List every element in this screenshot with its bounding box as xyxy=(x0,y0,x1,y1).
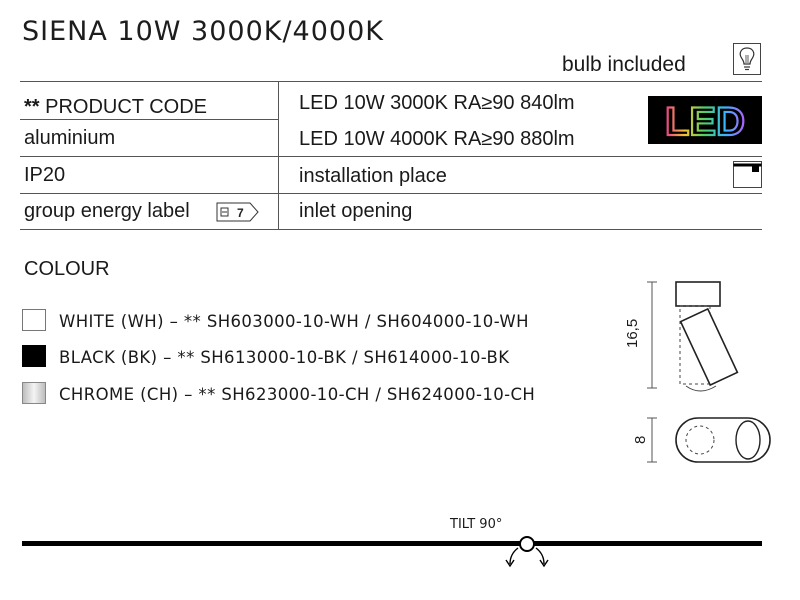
led-spec-4000k: LED 10W 4000K RA≥90 880lm xyxy=(299,128,575,150)
table-rule-top xyxy=(20,81,762,82)
dimension-drawing xyxy=(647,281,771,463)
energy-class-number: 7 xyxy=(237,206,244,220)
ip-rating-label: IP20 xyxy=(24,164,66,186)
table-rule-left-1 xyxy=(20,119,278,120)
bulb-icon xyxy=(733,43,761,75)
height-dimension-label: 16,5 xyxy=(624,318,641,348)
led-spec-3000k: LED 10W 3000K RA≥90 840lm xyxy=(299,92,575,114)
material-label: aluminium xyxy=(24,127,116,149)
tilt-label: TILT 90° xyxy=(450,517,503,532)
bulb-included-label: bulb included xyxy=(562,53,686,76)
colour-option-black: BLACK (BK) – ** SH613000-10-BK / SH61400… xyxy=(59,348,510,367)
colour-option-chrome: CHROME (CH) – ** SH623000-10-CH / SH6240… xyxy=(59,385,536,404)
table-rule-2 xyxy=(20,156,762,157)
energy-label-badge-icon: 7 xyxy=(216,202,259,222)
mounting-rail xyxy=(22,541,762,546)
swatch-black xyxy=(22,345,46,367)
inlet-opening-label: inlet opening xyxy=(299,200,413,222)
product-code-label: ** PRODUCT CODE xyxy=(24,96,207,118)
swatch-white xyxy=(22,309,46,331)
table-divider xyxy=(278,81,279,229)
energy-label-text: group energy label xyxy=(24,200,190,222)
product-title: SIENA 10W 3000K/4000K xyxy=(22,16,384,47)
installation-place-label: installation place xyxy=(299,165,447,187)
product-code-text: PRODUCT CODE xyxy=(45,96,207,118)
table-rule-3 xyxy=(20,193,762,194)
led-logo-text: LED xyxy=(665,100,745,144)
colour-heading: COLOUR xyxy=(24,258,110,280)
colour-option-white: WHITE (WH) – ** SH603000-10-WH / SH60400… xyxy=(59,312,529,331)
table-rule-bottom xyxy=(20,229,762,230)
swatch-chrome xyxy=(22,382,46,404)
ceiling-mount-icon xyxy=(733,161,762,188)
led-logo: LED xyxy=(648,96,762,144)
tilt-rotation-icon xyxy=(505,536,549,568)
diameter-dimension-label: 8 xyxy=(632,435,649,444)
